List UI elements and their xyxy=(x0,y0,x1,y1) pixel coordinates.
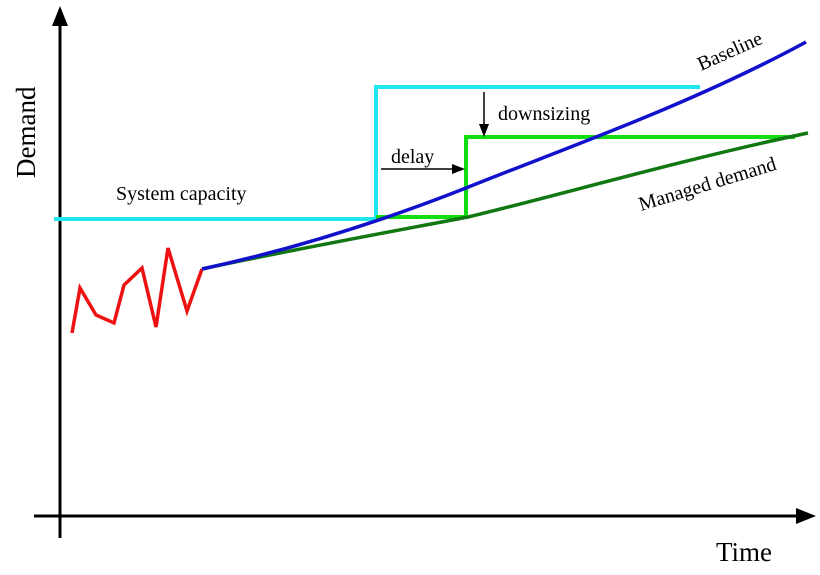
axes xyxy=(34,6,816,538)
system-capacity-label: System capacity xyxy=(116,183,247,205)
managed-demand-curve xyxy=(201,131,809,271)
managed-demand-label: Managed demand xyxy=(636,153,779,216)
x-axis-arrowhead xyxy=(796,508,816,524)
system-capacity-baseline-line xyxy=(54,85,700,221)
baseline-demand-curve xyxy=(201,40,807,271)
downsizing-label: downsizing xyxy=(498,103,590,125)
system-capacity-managed-line xyxy=(376,135,795,219)
historical-demand-line xyxy=(70,247,204,334)
downsizing-arrow xyxy=(479,92,489,137)
x-axis-title: Time xyxy=(716,537,772,567)
y-axis-arrowhead xyxy=(52,6,68,26)
y-axis-title: Demand xyxy=(11,86,41,178)
delay-label: delay xyxy=(391,146,434,168)
delay-arrow xyxy=(381,164,465,174)
